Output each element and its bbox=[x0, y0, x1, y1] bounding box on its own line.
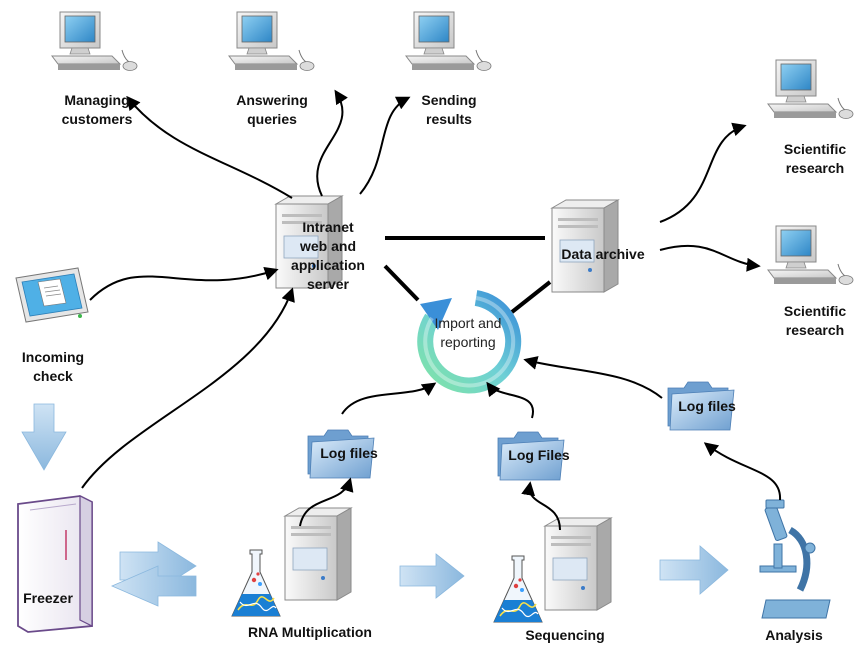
label-line: Answering bbox=[236, 92, 308, 108]
computer-icon-sending bbox=[405, 11, 492, 71]
label-line: application bbox=[291, 257, 365, 273]
label-line: Scientific bbox=[783, 303, 847, 319]
flask-icon-rna bbox=[231, 549, 281, 617]
freezer-icon bbox=[17, 495, 93, 633]
down-arrow-incoming bbox=[21, 403, 67, 471]
label-line: research bbox=[785, 160, 845, 176]
label-intranet-server: Intranet web and application server bbox=[278, 218, 378, 294]
label-log-files-2: Log Files bbox=[508, 447, 570, 463]
label-line: server bbox=[306, 276, 350, 292]
left-arrow-freezer bbox=[110, 565, 197, 607]
server-icon-sequencing bbox=[544, 517, 612, 611]
label-scientific-research-1: Scientific research bbox=[770, 140, 860, 178]
computer-icon-answering bbox=[228, 11, 315, 71]
check-screen-icon bbox=[15, 267, 89, 323]
label-rna-multiplication: RNA Multiplication bbox=[248, 624, 372, 640]
computer-icon-research-2 bbox=[767, 225, 854, 285]
label-freezer: Freezer bbox=[23, 590, 73, 606]
label-import-reporting: Import and reporting bbox=[418, 314, 518, 352]
label-incoming-check: Incoming check bbox=[8, 348, 98, 386]
label-sending-results: Sending results bbox=[404, 91, 494, 129]
label-line: Managing bbox=[64, 92, 130, 108]
computer-icon-managing bbox=[51, 11, 138, 71]
cycle-icon bbox=[417, 290, 522, 394]
label-line: customers bbox=[61, 111, 133, 127]
label-line: Scientific bbox=[783, 141, 847, 157]
label-log-files-3: Log files bbox=[678, 398, 736, 414]
computer-icon-research-1 bbox=[767, 59, 854, 119]
label-line: check bbox=[33, 368, 73, 384]
label-scientific-research-2: Scientific research bbox=[770, 302, 860, 340]
label-data-archive: Data archive bbox=[561, 246, 645, 262]
label-line: Sending bbox=[421, 92, 477, 108]
microscope-icon bbox=[759, 499, 831, 619]
label-line: research bbox=[785, 322, 845, 338]
label-line: Intranet bbox=[302, 219, 354, 235]
label-answering-queries: Answering queries bbox=[222, 91, 322, 129]
flow-arrows bbox=[81, 89, 782, 531]
label-log-files-1: Log files bbox=[320, 445, 378, 461]
label-line: reporting bbox=[440, 334, 496, 350]
label-line: web and bbox=[299, 238, 356, 254]
server-icon-rna bbox=[284, 507, 352, 601]
right-arrow-sequencing bbox=[659, 545, 729, 595]
right-arrow-rna bbox=[399, 553, 465, 599]
connector-lines bbox=[383, 236, 552, 314]
flask-icon-sequencing bbox=[493, 555, 543, 623]
label-line: queries bbox=[247, 111, 297, 127]
label-line: results bbox=[426, 111, 472, 127]
label-line: Incoming bbox=[21, 349, 85, 365]
label-sequencing: Sequencing bbox=[525, 627, 605, 643]
process-arrows bbox=[21, 403, 729, 607]
label-managing-customers: Managing customers bbox=[52, 91, 142, 129]
label-analysis: Analysis bbox=[765, 627, 823, 643]
label-line: Import and bbox=[434, 315, 502, 331]
